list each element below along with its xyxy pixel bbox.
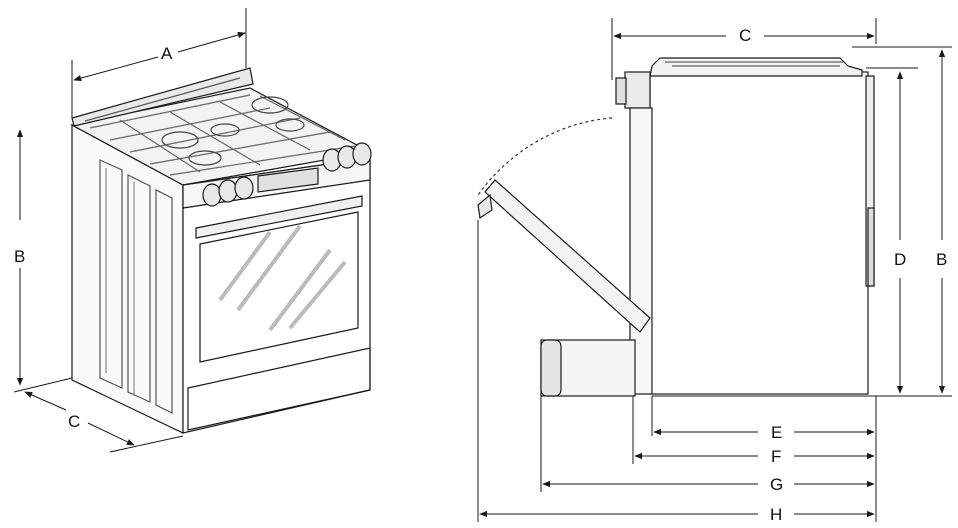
left-dimension-lines	[13, 8, 247, 453]
dimension-label-h: H	[770, 505, 782, 524]
dimension-label-f: F	[771, 447, 781, 466]
dimension-label-b-right: B	[936, 250, 947, 269]
range-side-profile	[477, 57, 875, 397]
right-dimension-lines	[477, 18, 952, 522]
dimension-label-g: G	[770, 475, 783, 494]
dimension-label-d: D	[894, 250, 906, 269]
dimension-label-b-left: B	[14, 247, 25, 266]
range-perspective-view	[70, 67, 372, 434]
dimension-label-e: E	[771, 423, 782, 442]
dimension-label-c-left: C	[68, 412, 80, 431]
dimension-label-a-left: A	[161, 44, 173, 63]
dimension-label-c-right: C	[739, 26, 751, 45]
